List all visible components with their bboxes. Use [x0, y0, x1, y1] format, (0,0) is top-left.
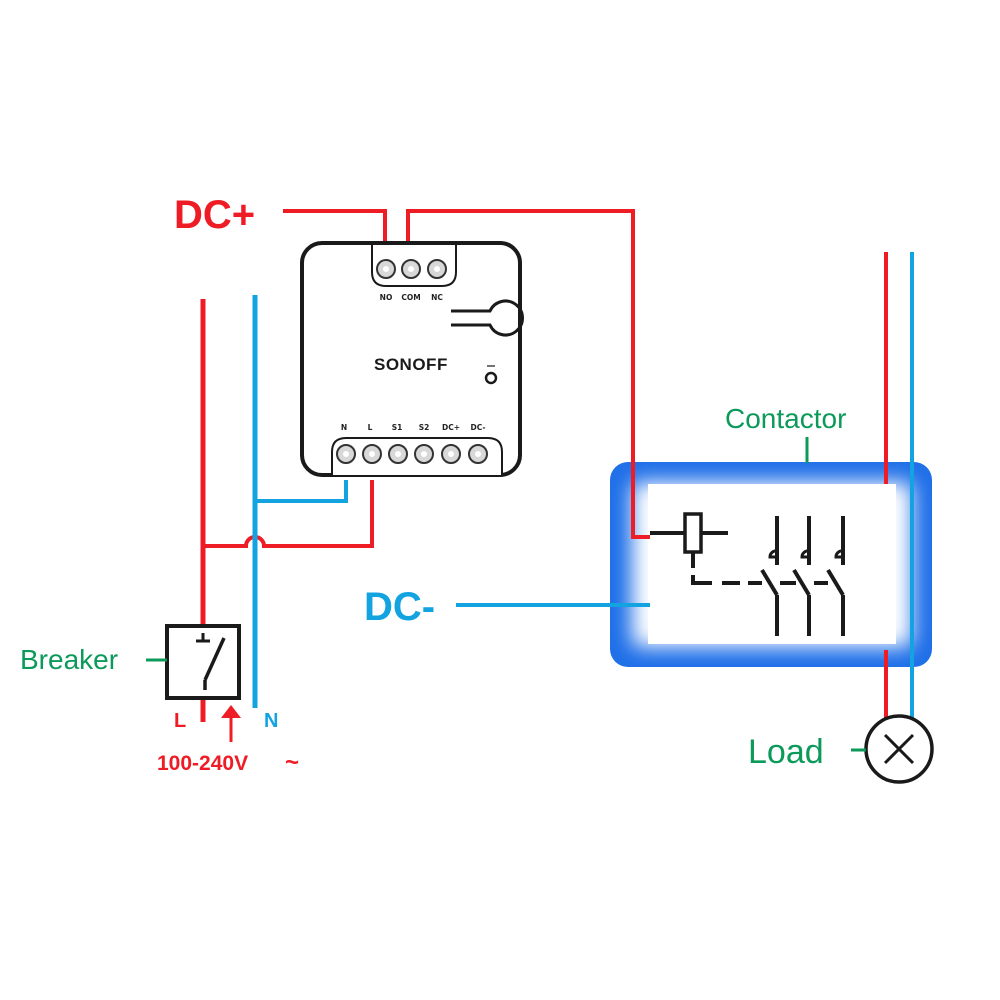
label-breaker: Breaker: [20, 644, 118, 675]
terminal-screw: [421, 451, 427, 457]
contact-pole-1: [760, 516, 779, 636]
terminal-label-n: N: [341, 423, 347, 432]
terminal-label-s2: S2: [419, 423, 430, 432]
antenna-loop-icon: [451, 299, 524, 337]
sonoff-device: NO COM NC SONOFF N L S1 S2 DC+: [300, 241, 524, 477]
bottom-terminals: [336, 444, 488, 464]
wire-com-to-coil: [406, 209, 650, 539]
terminal-screw: [448, 451, 454, 457]
terminal-label-nc: NC: [431, 293, 443, 302]
contactor-inner: [648, 484, 896, 644]
lamp-cross-b: [883, 733, 915, 765]
wire-dcplus-to-no: [283, 209, 387, 244]
terminal-screw: [408, 266, 414, 272]
terminal-label-l: L: [368, 423, 373, 432]
terminal-label-dcminus: DC-: [470, 423, 485, 432]
contact-pole-3: [826, 516, 845, 636]
label-load: Load: [748, 733, 824, 771]
terminal-label-com: COM: [401, 293, 420, 302]
label-supply-voltage: 100-240V: [157, 752, 248, 775]
terminal-screw: [475, 451, 481, 457]
pairing-button[interactable]: [484, 371, 498, 385]
terminal-label-s1: S1: [392, 423, 403, 432]
terminal-label-no: NO: [380, 293, 393, 302]
top-terminals: [376, 259, 447, 279]
label-dc-minus: DC-: [364, 585, 435, 629]
breaker: [165, 624, 241, 700]
mechanical-link: [691, 575, 712, 585]
supply-arrow-icon: [221, 705, 241, 742]
contactor-symbol: [650, 512, 845, 636]
live-wires: [200, 209, 888, 722]
terminal-screw: [395, 451, 401, 457]
contact-pole-2: [792, 516, 811, 636]
wire-neutral-to-device: [255, 480, 348, 503]
label-line-n: N: [264, 710, 278, 732]
label-dc-plus: DC+: [174, 193, 255, 237]
terminal-screw: [434, 266, 440, 272]
terminal-screw: [369, 451, 375, 457]
brand-logo: SONOFF: [374, 355, 448, 374]
neutral-wires: [252, 252, 914, 722]
terminal-label-dcplus: DC+: [442, 423, 460, 432]
terminal-screw: [383, 266, 389, 272]
label-line-l: L: [174, 710, 186, 732]
contactor-box: [610, 462, 932, 667]
breaker-switch-arm: [203, 637, 226, 681]
label-contactor: Contactor: [725, 403, 846, 434]
load-lamp: [864, 714, 934, 784]
terminal-screw: [343, 451, 349, 457]
ac-symbol: ~: [285, 749, 299, 776]
